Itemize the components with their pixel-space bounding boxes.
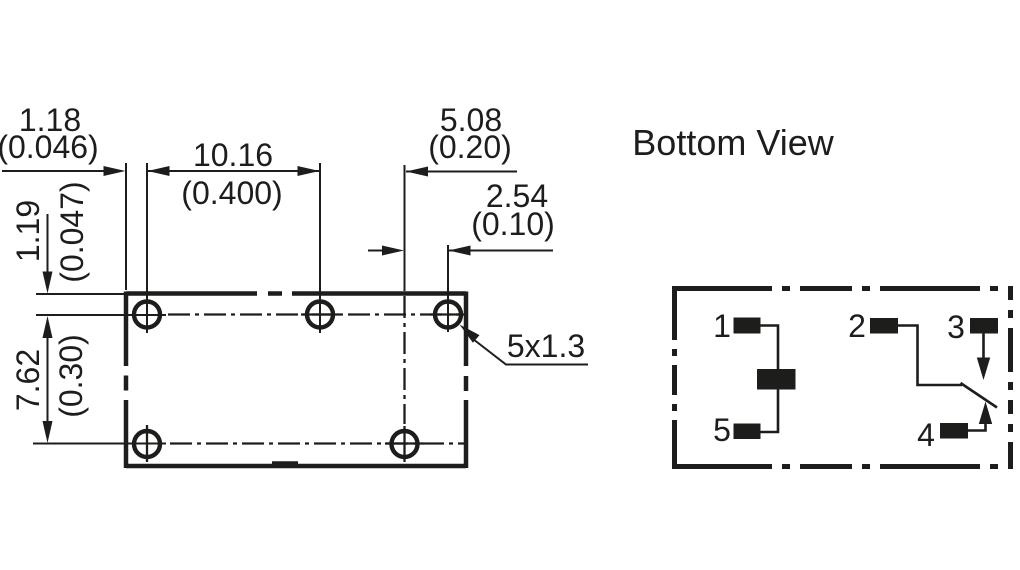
pin-label-5: 5 [713, 412, 731, 448]
pin-label-2: 2 [848, 308, 866, 344]
pin-pad-5 [733, 423, 761, 439]
mounting-holes [131, 299, 464, 460]
pin4-wire [968, 423, 987, 432]
dim-arrow-5-08 [406, 166, 428, 177]
dim-arrow-1-18 [103, 166, 126, 176]
pcb-outline [123, 291, 469, 469]
dim-row-pitch-mm: 7.62 [10, 349, 46, 411]
dim-row-pitch-in: (0.30) [53, 334, 89, 418]
contact-circuit [870, 318, 998, 439]
dimension-labels: 1.18 (0.046) 10.16 (0.400) 5.08 (0.20) 2… [0, 102, 555, 418]
callout-leader-line [472, 338, 588, 366]
pin-pad-1 [733, 317, 761, 334]
pin-pad-4 [940, 423, 968, 439]
dim-arrow-2-54-right [448, 245, 471, 256]
dim-edge-to-hole-in: (0.046) [0, 129, 99, 165]
bottom-view-title: Bottom View [632, 122, 834, 163]
pin-labels: 1 2 3 4 5 [713, 308, 965, 453]
dimension-lines [2, 166, 553, 443]
hole-note-label: 5x1.3 [507, 328, 585, 364]
pin-label-3: 3 [947, 309, 965, 345]
relay-outline [672, 286, 1013, 469]
dim-pitch-in: (0.400) [181, 175, 282, 211]
extension-lines [33, 163, 449, 445]
coil-symbol [757, 369, 796, 390]
contact-blade [959, 381, 998, 409]
pcb-drilling-plan: 5x1.3 1.18 (0.046) 10.16 (0.400) 5.08 (0… [0, 102, 588, 469]
dim-arrow-1-19-down [42, 271, 53, 294]
pin-label-4: 4 [917, 417, 935, 453]
dim-top-edge-mm: 1.19 [10, 200, 46, 262]
coil-circuit [733, 317, 796, 439]
dim-offset-in: (0.20) [428, 129, 512, 165]
contact-arrow-down-icon [976, 357, 991, 380]
dim-offset-mm: 5.08 [440, 102, 502, 138]
dim-arrow-7-62-up [42, 316, 53, 338]
callout-arrow [459, 324, 480, 343]
dim-arrow-7-62-down [42, 421, 53, 443]
dim-pitch-mm: 10.16 [193, 137, 273, 173]
dim-arrow-10-16-right [297, 166, 320, 176]
dim-small-pitch-mm: 2.54 [486, 178, 548, 214]
bottom-view-schematic: Bottom View 1 [632, 122, 1013, 469]
dim-edge-to-hole-mm: 1.18 [19, 102, 81, 138]
dim-top-edge-in: (0.047) [54, 181, 90, 282]
dim-arrow-10-16-left [147, 166, 170, 176]
common-wire-pin2 [898, 324, 962, 387]
contact-arrow-up-icon [978, 401, 993, 424]
hole-size-callout: 5x1.3 [459, 324, 588, 366]
pin-pad-3 [970, 318, 998, 334]
dim-small-pitch-in: (0.10) [471, 206, 555, 242]
pin-label-1: 1 [713, 308, 731, 344]
pin-pad-2 [870, 318, 898, 334]
outline-bottom-edge [126, 461, 466, 469]
dim-arrow-2-54-left [382, 245, 404, 256]
